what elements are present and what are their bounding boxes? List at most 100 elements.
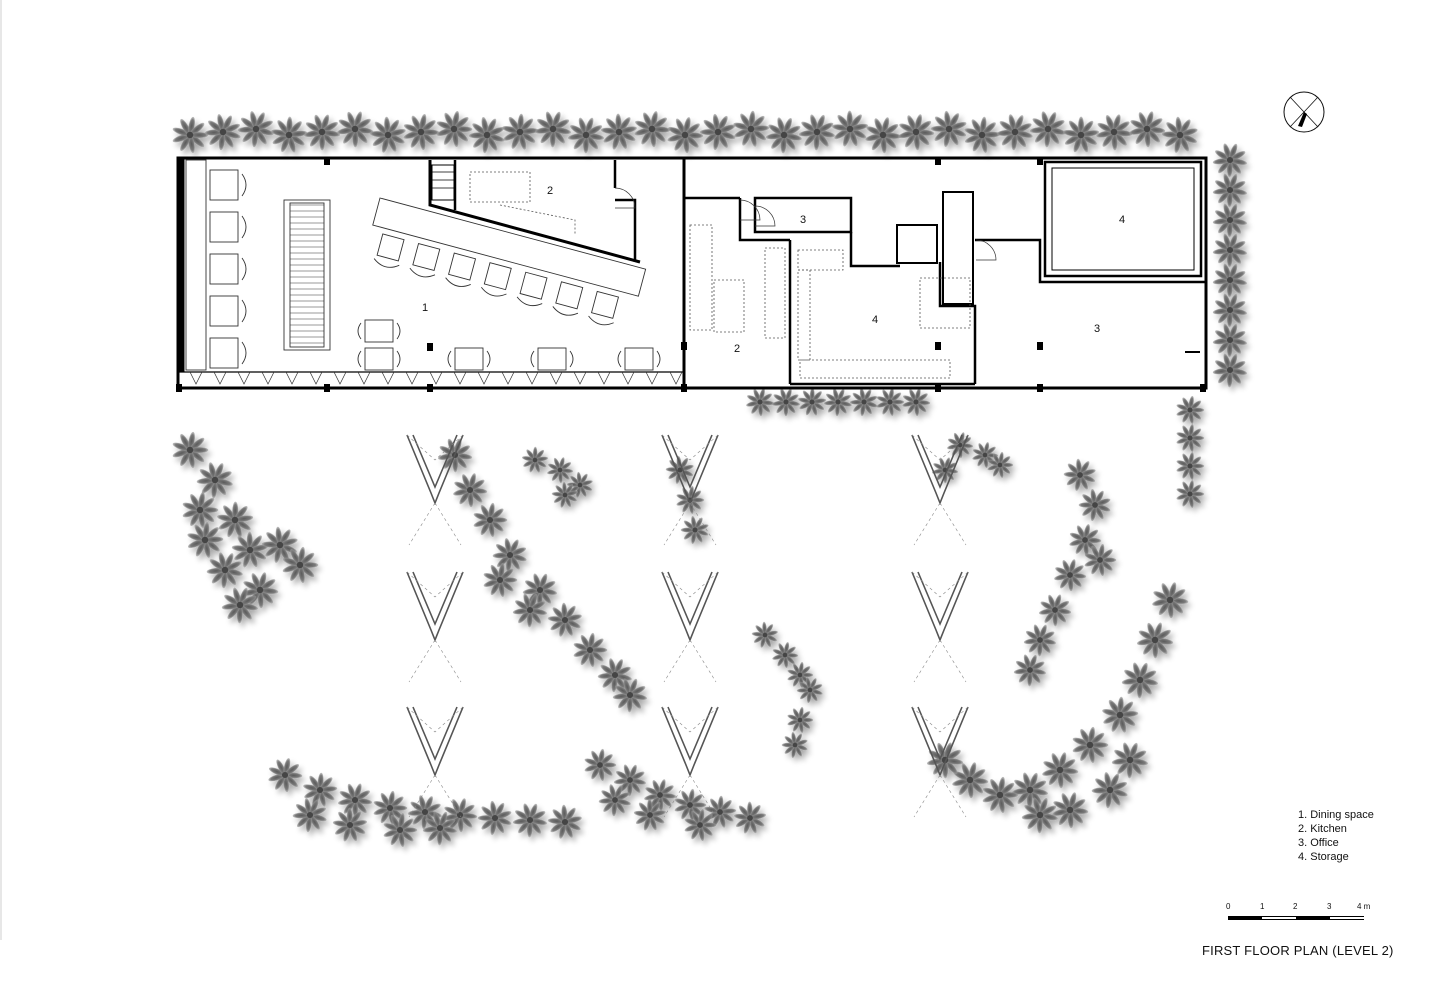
plant-icon xyxy=(483,562,518,598)
plant-icon xyxy=(849,387,878,417)
plant-icon xyxy=(733,801,767,834)
plant-icon xyxy=(987,451,1014,479)
plant-icon xyxy=(1136,622,1174,659)
plant-icon xyxy=(453,473,488,508)
room-label-storage-center: 4 xyxy=(872,314,878,326)
plant-icon xyxy=(676,485,705,515)
room-label-kitchen-right: 2 xyxy=(734,343,740,355)
plant-icon xyxy=(1096,114,1133,151)
plant-icon xyxy=(644,779,677,812)
plant-icon xyxy=(751,621,778,648)
plant-icon xyxy=(204,114,241,151)
plant-icon xyxy=(1212,293,1248,328)
room-label-dining: 1 xyxy=(422,302,428,314)
scale-tick: 3 xyxy=(1327,902,1332,911)
plant-icon xyxy=(613,764,647,797)
plant-icon xyxy=(787,706,814,734)
plant-icon xyxy=(633,798,667,831)
room-legend: 1. Dining space 2. Kitchen 3. Office 4. … xyxy=(1298,808,1374,864)
plant-icon xyxy=(547,602,582,637)
plant-icon xyxy=(831,110,869,147)
furniture xyxy=(185,159,997,385)
plant-icon xyxy=(422,811,458,846)
drawing-title: FIRST FLOOR PLAN (LEVEL 2) xyxy=(1202,943,1394,958)
plant-icon xyxy=(221,587,259,624)
plant-icon xyxy=(369,116,406,153)
plant-icon xyxy=(1212,263,1248,298)
plant-icon xyxy=(584,748,617,782)
plant-icon xyxy=(282,546,319,584)
scale-bar: 0 1 2 3 4 m xyxy=(1226,902,1376,932)
scale-tick: 1 xyxy=(1260,902,1265,911)
plant-icon xyxy=(1052,792,1089,829)
plant-icon xyxy=(823,388,852,417)
vegetation xyxy=(172,110,1248,848)
a-frame-supports xyxy=(406,434,969,818)
plant-icon xyxy=(902,388,931,417)
plant-icon xyxy=(521,446,549,473)
plant-icon xyxy=(443,798,478,833)
plant-icon xyxy=(798,114,835,151)
plant-icon xyxy=(1111,742,1149,779)
plant-icon xyxy=(337,783,373,818)
plant-icon xyxy=(667,117,704,154)
a-frame-support xyxy=(406,571,464,683)
plant-icon xyxy=(982,776,1019,814)
scale-tick: 4 m xyxy=(1357,902,1371,911)
legend-item: 3. Office xyxy=(1298,837,1339,849)
scale-segment xyxy=(1296,916,1330,920)
plant-icon xyxy=(512,593,548,628)
kitchen-counters xyxy=(469,171,971,379)
room-labels: 1 2 2 3 3 4 4 xyxy=(422,185,1125,355)
plant-icon xyxy=(1013,654,1047,687)
a-frame-support xyxy=(661,434,719,546)
plant-icon xyxy=(796,677,823,704)
plant-icon xyxy=(547,804,582,839)
plant-icon xyxy=(473,502,508,538)
plant-icon xyxy=(1176,423,1205,453)
plant-icon xyxy=(477,800,512,836)
plant-icon xyxy=(600,113,637,150)
scale-segment xyxy=(1228,916,1262,920)
plant-icon xyxy=(765,117,802,154)
north-compass-icon xyxy=(1283,91,1325,133)
scale-tick: 0 xyxy=(1226,902,1231,911)
scale-tick: 2 xyxy=(1293,902,1298,911)
plant-icon xyxy=(1212,353,1248,388)
plant-icon xyxy=(1152,582,1189,619)
a-frame-support xyxy=(661,571,719,683)
plant-icon xyxy=(1078,488,1111,522)
room-label-office-small: 3 xyxy=(800,214,806,226)
plant-icon xyxy=(534,111,572,148)
plant-icon xyxy=(996,114,1033,151)
plant-icon xyxy=(1212,323,1248,358)
plant-icon xyxy=(1011,772,1049,809)
a-frame-support xyxy=(911,706,969,818)
plant-icon xyxy=(674,788,707,822)
room-label-storage-right: 4 xyxy=(1119,214,1125,226)
plant-icon xyxy=(898,114,935,151)
plant-icon xyxy=(1212,143,1248,178)
plant-icon xyxy=(771,388,801,417)
plant-icon xyxy=(1129,111,1166,148)
plant-icon xyxy=(1212,173,1248,208)
plant-icon xyxy=(1069,524,1102,557)
plant-icon xyxy=(237,111,274,148)
plant-icon xyxy=(1176,479,1205,509)
plant-icon xyxy=(930,110,967,148)
plant-icon xyxy=(261,526,298,563)
building-walls xyxy=(176,156,1208,390)
plant-icon xyxy=(699,113,736,151)
plant-icon xyxy=(733,110,770,147)
plant-icon xyxy=(704,795,737,828)
plant-icon xyxy=(952,762,989,799)
plant-icon xyxy=(303,114,341,151)
plant-icon xyxy=(547,457,574,484)
plant-icon xyxy=(926,742,964,779)
plant-icon xyxy=(1102,696,1139,733)
plant-icon xyxy=(1091,772,1128,809)
plant-icon xyxy=(1176,395,1205,425)
plant-icon xyxy=(492,538,527,573)
plant-icon xyxy=(206,552,243,589)
plant-icon xyxy=(1038,594,1072,627)
